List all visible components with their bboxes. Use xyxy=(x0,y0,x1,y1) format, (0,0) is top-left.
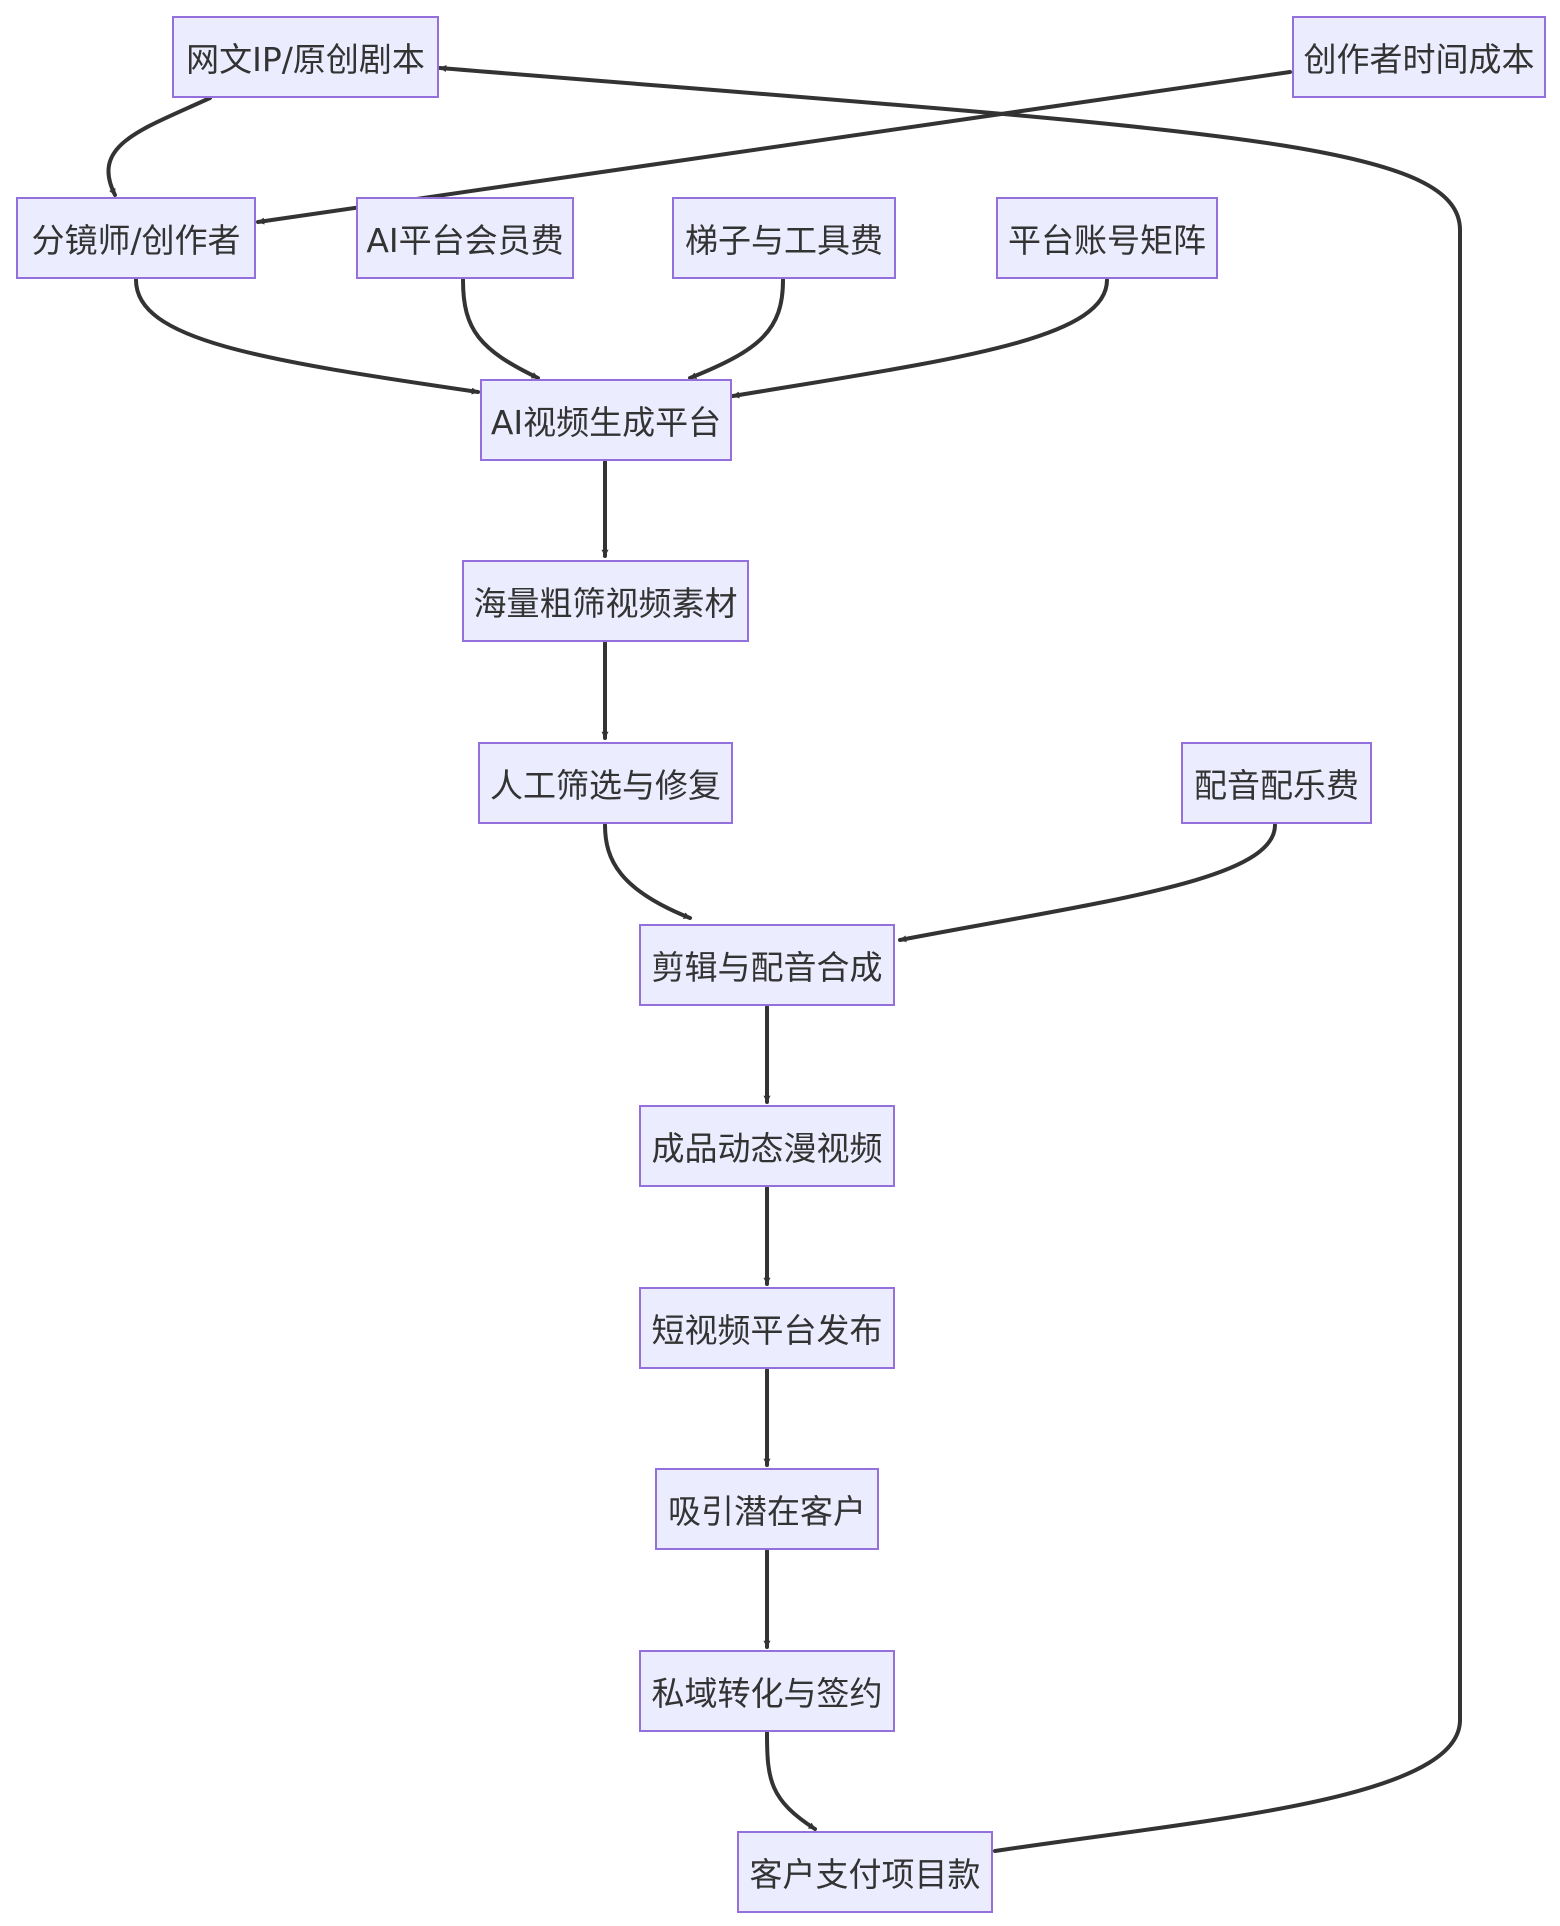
edge-vpn-tools-to-ai-platform xyxy=(688,278,785,380)
edge-convert-to-payment xyxy=(765,1731,817,1831)
node-attract-customers: 吸引潜在客户 xyxy=(655,1468,879,1550)
edge-payment-to-ip xyxy=(438,65,1462,1853)
node-storyboard-creator: 分镜师/创作者 xyxy=(16,197,256,279)
node-ai-video-platform: AI视频生成平台 xyxy=(480,379,732,461)
node-account-matrix: 平台账号矩阵 xyxy=(996,197,1218,279)
edge-storyboard-to-ai-platform xyxy=(134,278,480,395)
node-edit-and-mix: 剪辑与配音合成 xyxy=(639,924,895,1006)
node-private-conversion: 私域转化与签约 xyxy=(639,1650,895,1732)
node-short-video-publish: 短视频平台发布 xyxy=(639,1287,895,1369)
node-manual-screening-repair: 人工筛选与修复 xyxy=(478,742,733,824)
edge-manual-fix-to-edit-mix xyxy=(603,823,692,920)
node-vpn-and-tools: 梯子与工具费 xyxy=(672,197,896,279)
edge-accounts-to-ai-platform xyxy=(731,278,1109,399)
node-creator-time-cost: 创作者时间成本 xyxy=(1292,16,1546,98)
node-music-voice-fee: 配音配乐费 xyxy=(1181,742,1372,824)
node-customer-payment: 客户支付项目款 xyxy=(737,1831,993,1913)
node-raw-footage: 海量粗筛视频素材 xyxy=(462,560,749,642)
edge-ai-member-to-ai-platform xyxy=(461,278,540,380)
edge-music-fee-to-edit-mix xyxy=(898,823,1277,943)
node-final-animated-video: 成品动态漫视频 xyxy=(639,1105,895,1187)
edge-ip-to-storyboard xyxy=(106,96,212,197)
node-ip-script: 网文IP/原创剧本 xyxy=(172,16,439,98)
node-ai-platform-membership: AI平台会员费 xyxy=(356,197,574,279)
